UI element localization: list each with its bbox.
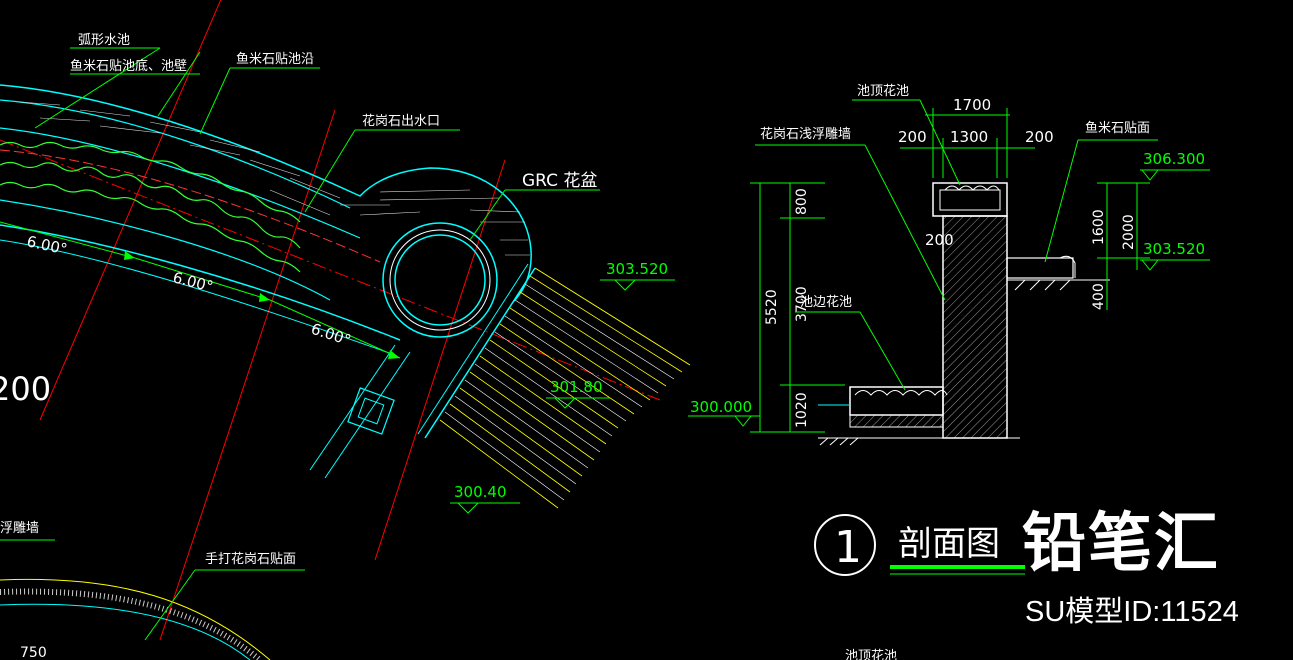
planting-symbol [854, 390, 948, 396]
label-grc-planter: GRC 花盆 [522, 171, 597, 191]
dim-800: 800 [794, 188, 810, 215]
label-relief-wall-section: 花岗石浅浮雕墙 [760, 126, 851, 142]
label-elev-303: 303.520 [606, 260, 668, 278]
elev-306: 306.300 [1143, 150, 1205, 168]
elev-300-section: 300.000 [690, 398, 752, 416]
planting-band-bottom [0, 199, 331, 301]
dim-arrow [124, 251, 135, 260]
top-planter [932, 182, 1008, 217]
leader-line [469, 189, 506, 241]
angle-dim-line [0, 221, 136, 259]
label-angle-2: 6.00° [171, 268, 215, 295]
pool-inner-edge [0, 99, 351, 209]
label-top-planter: 池顶花池 [857, 83, 909, 99]
dim-200-wall: 200 [925, 231, 954, 249]
dim-400: 400 [1091, 283, 1107, 310]
label-big-number: 200 [0, 370, 51, 408]
relief-wall-body [942, 215, 1008, 439]
planting-band-top [0, 127, 361, 239]
dim-200-left: 200 [898, 128, 927, 146]
dim-1300: 1300 [950, 128, 988, 146]
leader-line [199, 67, 231, 135]
elevation-marker [613, 279, 637, 291]
grc-planter-outer [382, 222, 498, 338]
grc-planter-inner [394, 234, 486, 326]
plant-wave [0, 141, 301, 223]
ground-hatch [1014, 279, 1071, 291]
watermark-model-id: SU模型ID:11524 [1025, 596, 1239, 628]
label-angle-3: 6.00° [309, 320, 353, 350]
dim-5520: 5520 [764, 289, 780, 325]
label-hand-granite: 手打花岗石贴面 [205, 551, 296, 567]
dim-1600: 1600 [1091, 209, 1107, 245]
leader-line [304, 129, 356, 213]
angle-dim-line [269, 299, 401, 359]
dim-1700: 1700 [953, 96, 991, 114]
label-elev-301: 301.80 [550, 378, 603, 396]
label-pebble-face: 鱼米石贴面 [1085, 120, 1150, 136]
pool-outer-edge [0, 84, 532, 303]
ground-hatch [819, 437, 859, 446]
leader-line [919, 99, 961, 186]
bottom-cut-label: 池顶花池 [845, 648, 897, 660]
angle-dim-line [134, 257, 271, 301]
label-granite-outlet: 花岗石出水口 [362, 113, 440, 129]
pool-edge-right [1006, 257, 1074, 279]
label-pool-edge: 鱼米石贴池沿 [236, 51, 314, 67]
dim-200-right: 200 [1025, 128, 1054, 146]
dim-arrow [259, 293, 270, 302]
outlet-box-inner [357, 397, 385, 425]
leader-line [157, 51, 201, 117]
step-edge [424, 267, 536, 439]
label-relief-wall: 浮雕墙 [0, 521, 39, 536]
section-title-circle [814, 514, 876, 576]
watermark-brand: 铅笔汇 [1022, 507, 1220, 581]
dim-2000: 2000 [1121, 214, 1137, 250]
red-dashed-curve [0, 149, 381, 263]
top-planter-inner [939, 189, 1001, 211]
steps-hatch [439, 267, 691, 509]
leader-line [144, 569, 196, 641]
label-curved-pool: 弧形水池 [78, 33, 130, 48]
elev-303-section: 303.520 [1143, 240, 1205, 258]
dim-arrow [388, 350, 400, 359]
plan-view: 弧形水池 鱼米石贴池底、池壁 鱼米石贴池沿 花岗石出水口 GRC 花盆 6.00… [0, 0, 691, 660]
plant-wave [0, 181, 301, 273]
arc-wall [0, 239, 396, 356]
axis-line [159, 109, 336, 641]
leader-line [859, 311, 906, 391]
plant-wave [0, 161, 301, 249]
section-view: 1700 200 1300 200 200 800 3700 5520 10 [688, 83, 1210, 660]
axis-line [0, 139, 661, 401]
arc-wall-lower [0, 603, 251, 660]
pool-water-hatch [19, 101, 530, 256]
step-edge [417, 263, 529, 435]
leader-line [864, 144, 946, 301]
elevation-marker [733, 415, 753, 427]
dim-1020: 1020 [794, 392, 810, 428]
elevation-marker [1140, 169, 1160, 181]
leader-line [1044, 139, 1079, 263]
planting-symbol [944, 185, 1000, 191]
elevation-marker [1140, 259, 1160, 271]
label-pool-bottom-wall: 鱼米石贴池底、池壁 [70, 58, 187, 74]
axis-line [374, 159, 506, 561]
arc-wall-yellow [0, 578, 271, 660]
dim-3700: 3700 [794, 286, 810, 322]
leader-line [34, 47, 161, 129]
planter-base [849, 414, 944, 428]
label-elev-300: 300.40 [454, 483, 507, 501]
outlet-box [347, 387, 395, 435]
pool-lip [1059, 255, 1076, 278]
label-side-planter: 池边花池 [800, 294, 852, 310]
outlet-channel [324, 351, 411, 479]
section-title-number: 1 [834, 522, 862, 573]
arc-wall [0, 224, 401, 341]
section-title: 剖面图 [898, 524, 1000, 564]
label-bottom-dim: 750 [20, 645, 47, 660]
grc-planter-ring [389, 229, 491, 331]
elevation-marker [553, 397, 577, 409]
elevation-marker [456, 502, 480, 514]
